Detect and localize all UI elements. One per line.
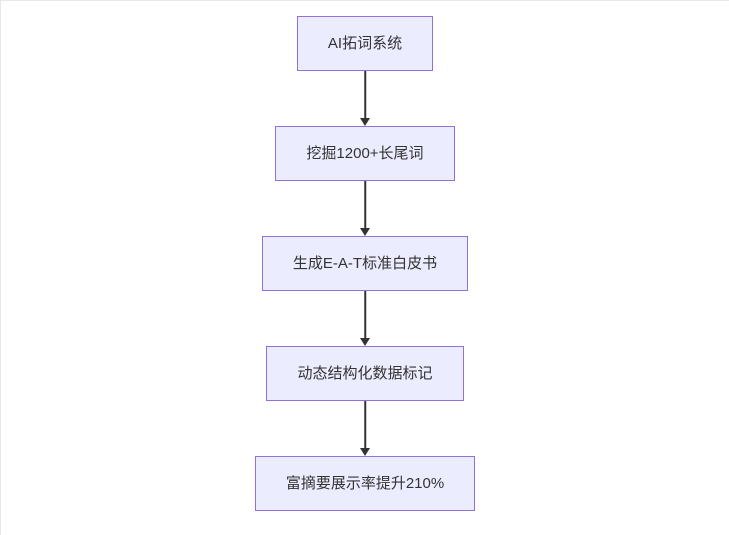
arrowhead-down-icon [360, 448, 370, 456]
edge-1 [359, 71, 371, 126]
arrowhead-down-icon [360, 338, 370, 346]
edge-3 [359, 291, 371, 346]
edge-line [364, 181, 366, 229]
flowchart: AI拓词系统 挖掘1200+长尾词 生成E-A-T标准白皮书 动态结构化数据标记… [1, 1, 729, 511]
flow-node-ai-word-expansion: AI拓词系统 [296, 16, 434, 71]
flow-node-longtail-keywords: 挖掘1200+长尾词 [275, 126, 455, 181]
arrowhead-down-icon [360, 118, 370, 126]
edge-line [364, 401, 366, 449]
edge-line [364, 71, 366, 119]
flow-node-structured-data-markup: 动态结构化数据标记 [266, 346, 464, 401]
arrowhead-down-icon [360, 228, 370, 236]
flow-node-eat-whitepaper: 生成E-A-T标准白皮书 [261, 236, 469, 291]
flow-node-rich-snippet-rate: 富摘要展示率提升210% [254, 456, 476, 511]
edge-line [364, 291, 366, 339]
edge-2 [359, 181, 371, 236]
edge-4 [359, 401, 371, 456]
